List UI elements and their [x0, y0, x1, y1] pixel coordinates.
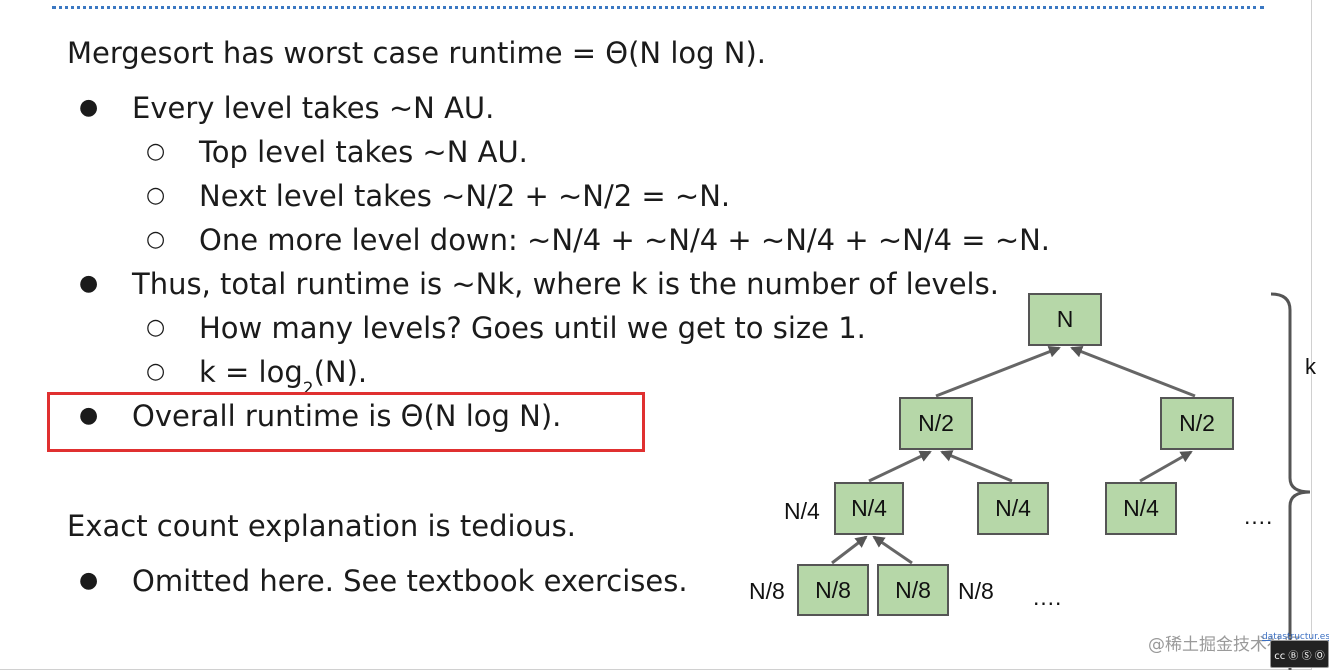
label-n8-right: N/8	[958, 578, 994, 604]
tree-node-n2-right: N/2	[1160, 397, 1234, 450]
label-n8-left: N/8	[749, 578, 785, 604]
watermark: @稀土掘金技术社区	[1148, 635, 1301, 655]
bullet-overall-runtime: Overall runtime is Θ(N log N).	[132, 399, 562, 433]
log-prefix: k = log	[199, 355, 303, 389]
tree-node-n4-b: N/4	[977, 482, 1049, 535]
bullet-total-runtime: Thus, total runtime is ~Nk, where k is t…	[132, 267, 999, 301]
tree-node-n2-left: N/2	[899, 397, 973, 450]
top-dotted-rule	[52, 6, 1264, 9]
log-suffix: (N).	[313, 355, 368, 389]
bullet-dot: ●	[79, 403, 99, 428]
bullet-omitted: Omitted here. See textbook exercises.	[132, 564, 688, 598]
heading-mergesort-runtime: Mergesort has worst case runtime = Θ(N l…	[67, 36, 766, 70]
edge-n4c-to-n2b	[1139, 450, 1193, 483]
edge-n2b-to-root	[1070, 346, 1196, 398]
highlight-box	[47, 392, 645, 452]
bullet-dot: ●	[79, 568, 99, 593]
label-n4-side: N/4	[784, 498, 820, 524]
sub-bullet-circle: ○	[146, 183, 166, 208]
sub-top-level: Top level takes ~N AU.	[199, 135, 528, 169]
sub-next-level: Next level takes ~N/2 + ~N/2 = ~N.	[199, 179, 731, 213]
tree-node-n8-a: N/8	[797, 564, 869, 616]
edge-n2a-to-root	[935, 346, 1061, 398]
heading-exact-count: Exact count explanation is tedious.	[67, 509, 576, 543]
log-base-subscript: 2	[302, 379, 314, 399]
tree-node-n4-a: N/4	[834, 482, 904, 535]
label-k-levels: k	[1305, 354, 1316, 379]
edge-n8b-to-n4a	[872, 535, 913, 565]
bullet-dot: ●	[79, 95, 99, 120]
ellipsis-level3: ….	[1032, 584, 1062, 610]
sub-bullet-circle: ○	[146, 139, 166, 164]
sub-bullet-circle: ○	[146, 359, 166, 384]
sub-one-more-level: One more level down: ~N/4 + ~N/4 + ~N/4 …	[199, 223, 1051, 257]
sub-how-many-levels: How many levels? Goes until we get to si…	[199, 311, 866, 345]
bullet-every-level: Every level takes ~N AU.	[132, 91, 495, 125]
ellipsis-level2: ….	[1243, 503, 1273, 529]
tree-node-n4-c: N/4	[1105, 482, 1177, 535]
cc-license-link[interactable]: datastructur.es	[1262, 632, 1329, 642]
edge-n4a-to-n2a	[868, 450, 932, 483]
sub-bullet-circle: ○	[146, 227, 166, 252]
sub-k-equals-log: k = log2(N).	[199, 355, 368, 399]
edge-n4b-to-n2a	[940, 450, 1013, 483]
tree-node-n8-b: N/8	[877, 564, 949, 616]
levels-brace	[1270, 292, 1311, 670]
cc-license-badge[interactable]: cc Ⓑ Ⓢ Ⓞ	[1270, 640, 1329, 668]
sub-bullet-circle: ○	[146, 315, 166, 340]
bullet-dot: ●	[79, 271, 99, 296]
tree-node-root: N	[1028, 293, 1102, 346]
edge-n8a-to-n4a	[831, 535, 868, 565]
